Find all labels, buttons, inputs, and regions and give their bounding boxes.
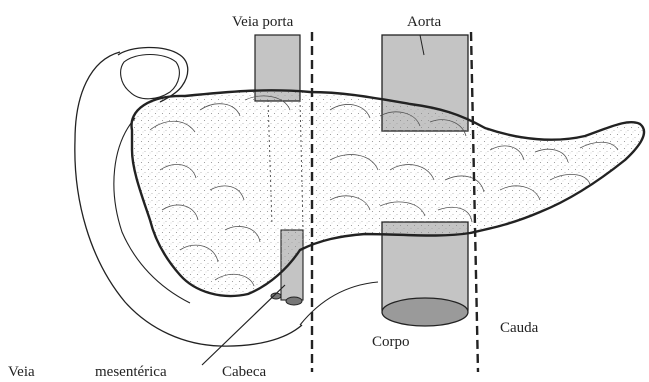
label-veia-porta: Veia porta <box>232 14 294 30</box>
common-bile-duct <box>118 47 188 102</box>
aorta-cut-end <box>382 298 468 326</box>
label-veia: Veia <box>8 364 35 380</box>
label-aorta: Aorta <box>407 14 441 30</box>
label-mesenterica: mesentérica <box>95 364 167 380</box>
bile-duct-ring <box>121 55 180 99</box>
mesenteric-vein-cut-end <box>286 297 302 305</box>
label-cabeca: Cabeca <box>222 364 266 380</box>
label-cauda: Cauda <box>500 320 539 336</box>
mesenteric-pointer-line <box>202 285 285 365</box>
label-corpo: Corpo <box>372 334 410 350</box>
